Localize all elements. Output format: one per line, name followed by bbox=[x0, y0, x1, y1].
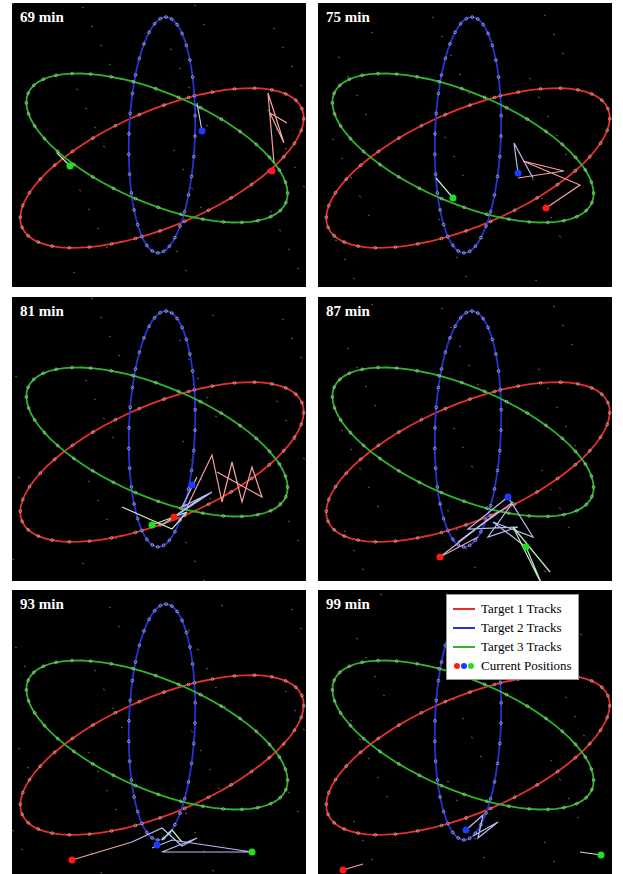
time-label: 69 min bbox=[20, 9, 64, 26]
time-label: 93 min bbox=[20, 596, 64, 613]
time-label: 81 min bbox=[20, 303, 64, 320]
legend-swatch bbox=[453, 608, 475, 610]
legend-row: Target 3 Tracks bbox=[453, 637, 572, 656]
legend-text: Current Positions bbox=[481, 658, 572, 674]
time-label: 75 min bbox=[326, 9, 370, 26]
legend-dots bbox=[453, 661, 475, 671]
legend: Target 1 TracksTarget 2 TracksTarget 3 T… bbox=[446, 594, 579, 680]
legend-row: Current Positions bbox=[453, 656, 572, 675]
time-label: 99 min bbox=[326, 596, 370, 613]
legend-text: Target 3 Tracks bbox=[481, 639, 561, 655]
time-label: 87 min bbox=[326, 303, 370, 320]
legend-row: Target 1 Tracks bbox=[453, 599, 572, 618]
legend-text: Target 1 Tracks bbox=[481, 601, 561, 617]
legend-text: Target 2 Tracks bbox=[481, 620, 561, 636]
legend-swatch bbox=[453, 627, 475, 629]
legend-swatch bbox=[453, 646, 475, 648]
legend-row: Target 2 Tracks bbox=[453, 618, 572, 637]
